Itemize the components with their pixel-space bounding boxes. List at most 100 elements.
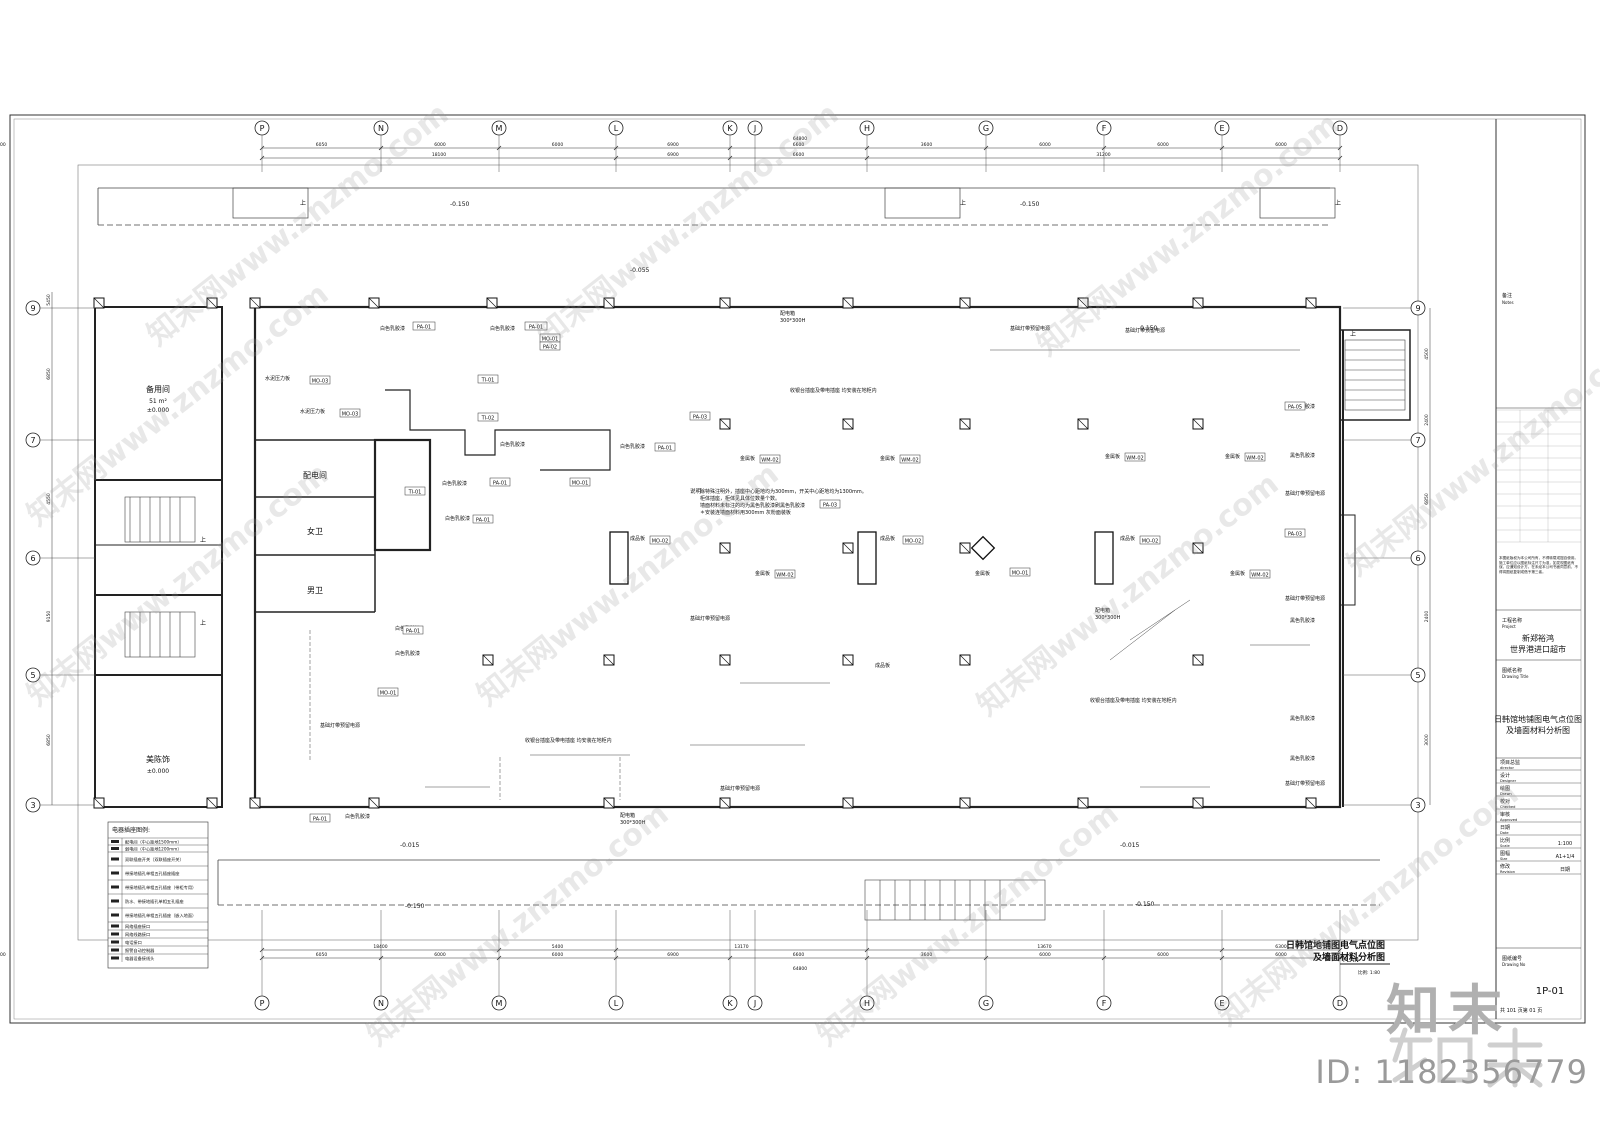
column-hatch xyxy=(1192,797,1204,809)
column-hatch xyxy=(719,654,731,666)
building-outline xyxy=(77,164,1419,941)
grid-column-label: P xyxy=(260,999,265,1008)
label-finished-plate: 成品板 xyxy=(875,662,890,669)
grid-column-bubble: G xyxy=(978,120,994,136)
watermark-id: ID: 1182356779 xyxy=(1315,1053,1588,1091)
code-tag: MO-03 xyxy=(342,412,359,418)
code-tag: TI-01 xyxy=(481,378,495,384)
grid-row-label: 9 xyxy=(30,304,35,313)
grid-row-label: 3 xyxy=(1415,801,1420,810)
material-codes: PA-01 PA-01 MO-01 PA-02 MO-03 MO-03 TI-0… xyxy=(309,321,1306,823)
dimension-label: 6000 xyxy=(1157,142,1169,148)
label-dist-box: 配电箱 xyxy=(620,812,635,819)
label-finished-plate: 成品板 xyxy=(880,535,895,542)
legend-item-label: 弱电间（中心距地1200mm） xyxy=(125,846,182,853)
code-tag: WM-02 xyxy=(901,458,918,464)
dimension-label: 6000 xyxy=(1039,952,1051,958)
legend-item-label: 带接地插孔单相五孔插座（嵌入地面） xyxy=(125,912,196,919)
stair-up-mark: 上 xyxy=(1335,199,1341,207)
title-row-label-en: Size xyxy=(1500,857,1508,861)
code-tag: WM-02 xyxy=(761,458,778,464)
grid-column-label: P xyxy=(260,124,265,133)
grid-column-bubble: F xyxy=(1096,995,1112,1011)
code-tag: PA-01 xyxy=(417,325,431,331)
grid-row-label: 7 xyxy=(30,436,35,445)
dimension-label: 2400 xyxy=(1424,611,1430,623)
grid-column-bubble: M xyxy=(491,995,507,1011)
watermark-logo: 知末 xyxy=(1386,979,1510,1042)
room-label-display: 美陈饰 xyxy=(146,754,170,764)
column-hatch xyxy=(93,797,105,809)
project-label: 工程名称 xyxy=(1502,617,1522,624)
grid-column-bubble: D xyxy=(1332,995,1348,1011)
label-metal-plate: 金属板 xyxy=(1230,570,1245,577)
remark-label-en: Notes xyxy=(1502,300,1514,305)
label-dist-box: 配电箱 xyxy=(1095,607,1110,614)
column-hatch xyxy=(603,654,615,666)
dimension-label: 6000 xyxy=(434,142,446,148)
stair-left-lower xyxy=(124,611,196,658)
label-metal-plate: 金属板 xyxy=(1225,453,1240,460)
grid-row-label: 5 xyxy=(1415,671,1420,680)
grid-row-label: 6 xyxy=(1415,554,1420,563)
label-metal-plate: 金属板 xyxy=(975,570,990,577)
legend-symbol-icon xyxy=(111,924,119,928)
stair-up-mark: 上 xyxy=(200,619,206,627)
drawing-no-label-en: Drawing No xyxy=(1502,962,1526,967)
level-mark: -0.150 xyxy=(1138,325,1158,332)
column-hatch xyxy=(719,797,731,809)
label-finished-plate: 成品板 xyxy=(630,535,645,542)
notes-line: 除特殊注明外，插座中心距地均为300mm，开关中心距地均为1300mm。 xyxy=(700,488,867,495)
grid-column-bubble: L xyxy=(608,995,624,1011)
grid-column-bubble: K xyxy=(722,120,738,136)
grid-row-label: 9 xyxy=(1415,304,1420,313)
code-tag: PA-03 xyxy=(823,503,837,509)
title-row-label: 审核 xyxy=(1500,811,1510,818)
label-dist-box-size: 300*300H xyxy=(1095,615,1121,621)
level-mark: -0.015 xyxy=(1120,842,1140,849)
label-white-latex: 白色乳胶漆 xyxy=(445,515,470,522)
legend-symbol-icon xyxy=(111,956,119,960)
label-black-paint: 黑色乳胶漆 xyxy=(1290,715,1315,722)
legend-symbol-icon xyxy=(111,899,119,903)
legend-title: 电器插座图例: xyxy=(112,826,150,834)
title-row-label-en: Scale xyxy=(1500,844,1510,848)
column-hatch xyxy=(1305,297,1317,309)
grid-column-bubble: K xyxy=(722,995,738,1011)
stair-up-mark: 上 xyxy=(300,199,306,207)
label-black-paint: 黑色乳胶漆 xyxy=(1290,755,1315,762)
label-cement-board: 水泥压力板 xyxy=(300,408,325,415)
grid-column-bubble: J xyxy=(747,995,763,1011)
column-hatch xyxy=(368,297,380,309)
grid-column-label: N xyxy=(378,124,384,133)
dimension-label: 6900 xyxy=(667,152,679,158)
column-hatch xyxy=(959,654,971,666)
dimension-label: 5400 xyxy=(552,944,564,950)
dimension-label: 6600 xyxy=(793,142,805,148)
grid-row-bubble: 3 xyxy=(1410,797,1426,813)
stair-up-mark: 上 xyxy=(200,536,206,544)
column-hatch xyxy=(842,542,854,554)
grid-row-bubble: 3 xyxy=(25,797,41,813)
code-tag: PA-01 xyxy=(658,446,672,452)
drawing-no-label: 图纸编号 xyxy=(1502,955,1522,962)
code-tag: WM-02 xyxy=(1126,456,1143,462)
grid-column-bubble: N xyxy=(373,995,389,1011)
project-label-en: Project xyxy=(1502,624,1516,629)
grid-column-label: M xyxy=(496,999,503,1008)
dimension-label: 6000 xyxy=(434,952,446,958)
grid-column-label: K xyxy=(727,999,733,1008)
dimension-total: 64800 xyxy=(793,136,807,142)
room-area-spare: 51 m² xyxy=(149,398,167,405)
grid-row-label: 6 xyxy=(30,554,35,563)
grid-column-label: G xyxy=(983,999,989,1008)
grid-row-bubble: 5 xyxy=(1410,667,1426,683)
code-tag: PA-03 xyxy=(1288,532,1302,538)
plan-title: 日韩馆地铺图电气点位图 及墙面材料分析图 PLAN 比例: 1:80 xyxy=(1286,939,1390,976)
dimension-label: 6850 xyxy=(1424,493,1430,505)
label-white-latex: 白色乳胶漆 xyxy=(395,650,420,657)
grid-column-bubble: P xyxy=(254,995,270,1011)
label-finished-plate: 成品板 xyxy=(1120,535,1135,542)
label-metal-plate: 金属板 xyxy=(1105,453,1120,460)
